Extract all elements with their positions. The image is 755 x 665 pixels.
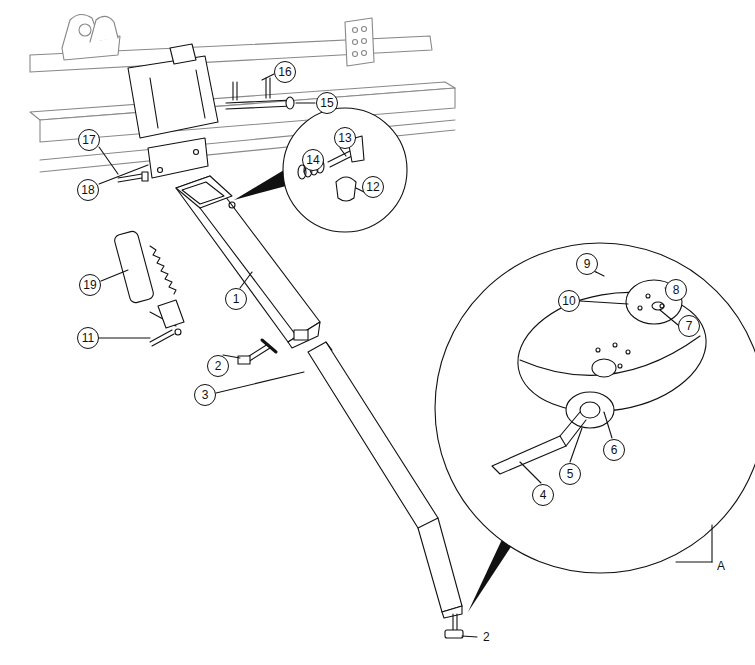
mount-bracket: [118, 44, 294, 182]
callout-circle: 11: [77, 327, 99, 349]
callout-circle: 12: [362, 176, 384, 198]
callout-circle: 13: [334, 127, 356, 149]
callout-circle: 9: [576, 253, 598, 275]
callout-number: 17: [82, 134, 95, 146]
callout-number: 9: [584, 258, 591, 270]
spring-unit: [113, 230, 184, 346]
callout-circle: 2: [207, 355, 229, 377]
callout-circle: 6: [603, 439, 625, 461]
callout-number: 5: [567, 468, 574, 480]
callout-number: 2: [215, 360, 222, 372]
callout-circle: 5: [559, 463, 581, 485]
callout-circle: 14: [302, 149, 324, 171]
leader-lines: [99, 74, 678, 637]
callout-number: 18: [81, 184, 94, 196]
callout-number: 16: [278, 66, 291, 78]
t-bolt: [238, 340, 276, 364]
callout-number: 8: [673, 284, 680, 296]
callout-number: 13: [338, 132, 351, 144]
callout-number: 3: [202, 389, 209, 401]
callout-circle: 16: [274, 61, 296, 83]
callout-circle: 4: [532, 484, 554, 506]
view-marker: [676, 525, 712, 562]
callout-circle: 7: [678, 315, 700, 337]
callout-circle: 10: [558, 290, 580, 312]
callout-circle: 15: [316, 92, 338, 114]
callout-number: 2: [483, 631, 490, 643]
callout-number: 4: [540, 489, 547, 501]
callout-circle: 3: [194, 384, 216, 406]
callout-number: 10: [562, 295, 575, 307]
callout-number: 12: [366, 181, 379, 193]
callout-number: 1: [233, 293, 240, 305]
callout-circle: 8: [665, 279, 687, 301]
callout-number: 6: [611, 444, 618, 456]
detail-inset-large: [435, 243, 755, 612]
callout-circle: 19: [79, 274, 101, 296]
callout-number: 11: [82, 332, 94, 344]
detail-inset-small: [234, 108, 407, 232]
view-letter: A: [717, 560, 725, 572]
callout-circle: 18: [77, 179, 99, 201]
callout-circle: 1: [225, 288, 247, 310]
callout-number: 7: [686, 320, 693, 332]
callout-number: 14: [306, 154, 319, 166]
callout-number: 19: [83, 279, 96, 291]
callout-number: 15: [320, 97, 333, 109]
callout-circle: 17: [78, 129, 100, 151]
